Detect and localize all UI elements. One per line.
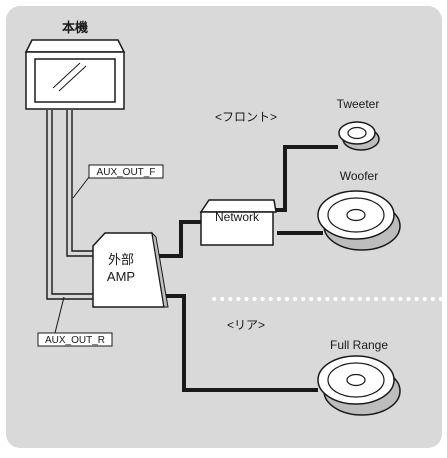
network-box: Network [199,199,277,246]
tweeter-speaker-icon: Tweeter [337,97,380,151]
aux-out-f-cable [66,110,93,257]
aux-out-r-cable [46,110,93,300]
aux-out-r-label: AUX_OUT_R [45,335,105,346]
aux-out-f-tag: AUX_OUT_F [88,164,164,179]
woofer-label: Woofer [340,169,378,183]
rear-section-label: <リア> [227,318,265,332]
amp-label-line1: 外部 [108,252,134,267]
head-unit: 本機 [24,20,126,110]
full-range-label: Full Range [330,338,388,352]
speaker-wiring [154,145,338,392]
woofer-speaker-icon: Woofer [317,169,401,251]
amp-label-line2: AMP [107,269,135,284]
tweeter-label: Tweeter [337,97,380,111]
aux-out-f-label: AUX_OUT_F [97,167,156,178]
full-range-speaker-icon: Full Range [317,338,401,416]
front-section-label: <フロント> [215,110,277,124]
network-label: Network [215,210,260,224]
screen-glare-icon [52,62,81,89]
aux-out-r-tag: AUX_OUT_R [37,332,113,347]
external-amp: 外部 AMP [92,231,169,308]
head-unit-label: 本機 [62,20,88,35]
